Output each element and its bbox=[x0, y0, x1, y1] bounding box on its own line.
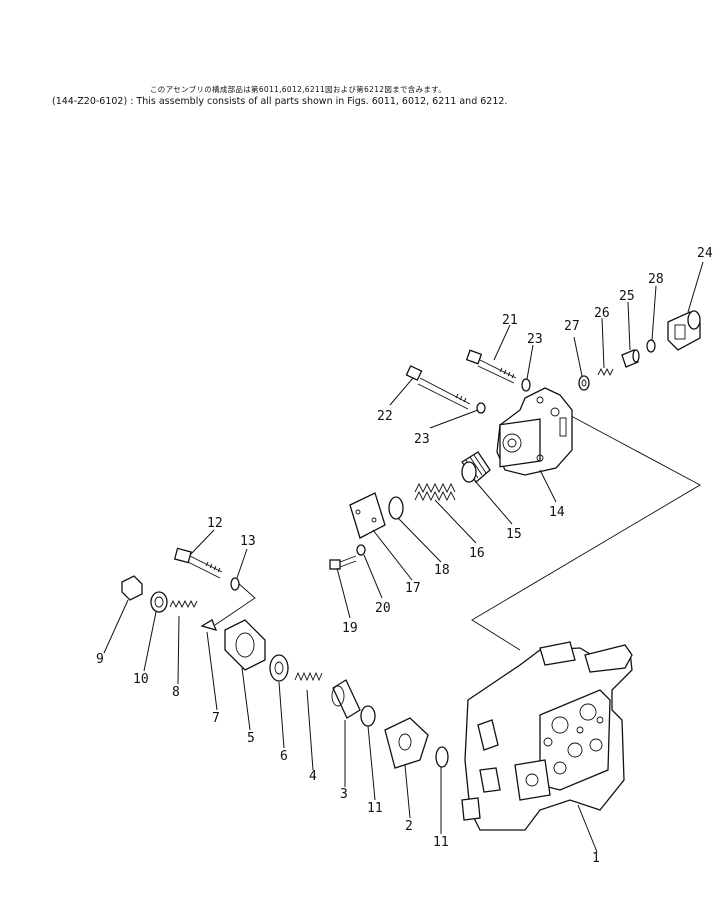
callout-4: 4 bbox=[309, 769, 317, 784]
callout-22: 22 bbox=[377, 409, 393, 424]
part-seat-5 bbox=[224, 619, 266, 671]
part-oring-11b bbox=[435, 746, 449, 768]
part-washer-20 bbox=[356, 544, 366, 556]
japanese-assembly-note: このアセンブリの構成部品は第6011,6012,6211図および第6212図まで… bbox=[150, 85, 446, 94]
part-piston-3 bbox=[331, 679, 361, 719]
part-spring-8 bbox=[169, 599, 198, 609]
part-nut-10 bbox=[150, 591, 168, 613]
callout-8: 8 bbox=[172, 685, 180, 700]
part-washer-27 bbox=[578, 375, 590, 391]
assembly-relation-lines bbox=[214, 409, 701, 651]
part-oring-11a bbox=[360, 705, 376, 727]
callout-6: 6 bbox=[280, 749, 288, 764]
leader-lines bbox=[103, 261, 704, 853]
part-oring-18 bbox=[388, 496, 404, 520]
callout-17: 17 bbox=[405, 581, 421, 596]
part-washer-23b bbox=[476, 402, 486, 414]
english-assembly-note: (144-Z20-6102) : This assembly consists … bbox=[52, 96, 508, 107]
part-washer-6 bbox=[269, 654, 289, 682]
part-cap-2 bbox=[384, 717, 429, 769]
part-bolt-19 bbox=[329, 555, 357, 570]
part-bolt-22 bbox=[405, 365, 471, 410]
callout-11-lower: 11 bbox=[433, 835, 449, 850]
callout-15: 15 bbox=[506, 527, 522, 542]
callout-24: 24 bbox=[697, 246, 713, 261]
part-washer-13 bbox=[230, 577, 240, 591]
callout-28: 28 bbox=[648, 272, 664, 287]
callout-21: 21 bbox=[502, 313, 518, 328]
part-valve-body bbox=[461, 641, 633, 831]
part-sleeve-15 bbox=[461, 451, 491, 483]
callout-16: 16 bbox=[469, 546, 485, 561]
callout-9: 9 bbox=[96, 652, 104, 667]
callout-7: 7 bbox=[212, 711, 220, 726]
callout-23-upper: 23 bbox=[527, 332, 543, 347]
callout-10: 10 bbox=[133, 672, 149, 687]
part-washer-23a bbox=[521, 378, 531, 392]
part-bolt-21 bbox=[465, 349, 517, 384]
callout-5: 5 bbox=[247, 731, 255, 746]
callout-19: 19 bbox=[342, 621, 358, 636]
callout-3: 3 bbox=[340, 787, 348, 802]
callout-2: 2 bbox=[405, 819, 413, 834]
callout-26: 26 bbox=[594, 306, 610, 321]
part-poppet-7 bbox=[200, 619, 218, 631]
callout-labels: 1 2 3 4 5 6 7 8 9 10 11 11 12 13 14 15 1… bbox=[96, 246, 713, 866]
callout-1: 1 bbox=[592, 851, 600, 866]
callout-18: 18 bbox=[434, 563, 450, 578]
callout-14: 14 bbox=[549, 505, 565, 520]
part-solenoid bbox=[667, 310, 701, 351]
part-spring-16 bbox=[414, 482, 456, 502]
callout-11-upper: 11 bbox=[367, 801, 383, 816]
part-spring-26 bbox=[597, 367, 614, 377]
part-ring-28 bbox=[646, 339, 656, 353]
part-nut-9 bbox=[121, 575, 143, 601]
callout-12: 12 bbox=[207, 516, 223, 531]
callout-13: 13 bbox=[240, 534, 256, 549]
callout-25: 25 bbox=[619, 289, 635, 304]
part-bolt-12 bbox=[173, 547, 223, 579]
callout-23-lower: 23 bbox=[414, 432, 430, 447]
part-plug-25 bbox=[621, 349, 640, 368]
part-cover-17 bbox=[349, 492, 386, 539]
part-spring-4 bbox=[294, 671, 323, 682]
part-pilot-valve-body bbox=[496, 387, 573, 476]
callout-27: 27 bbox=[564, 319, 580, 334]
callout-20: 20 bbox=[375, 601, 391, 616]
